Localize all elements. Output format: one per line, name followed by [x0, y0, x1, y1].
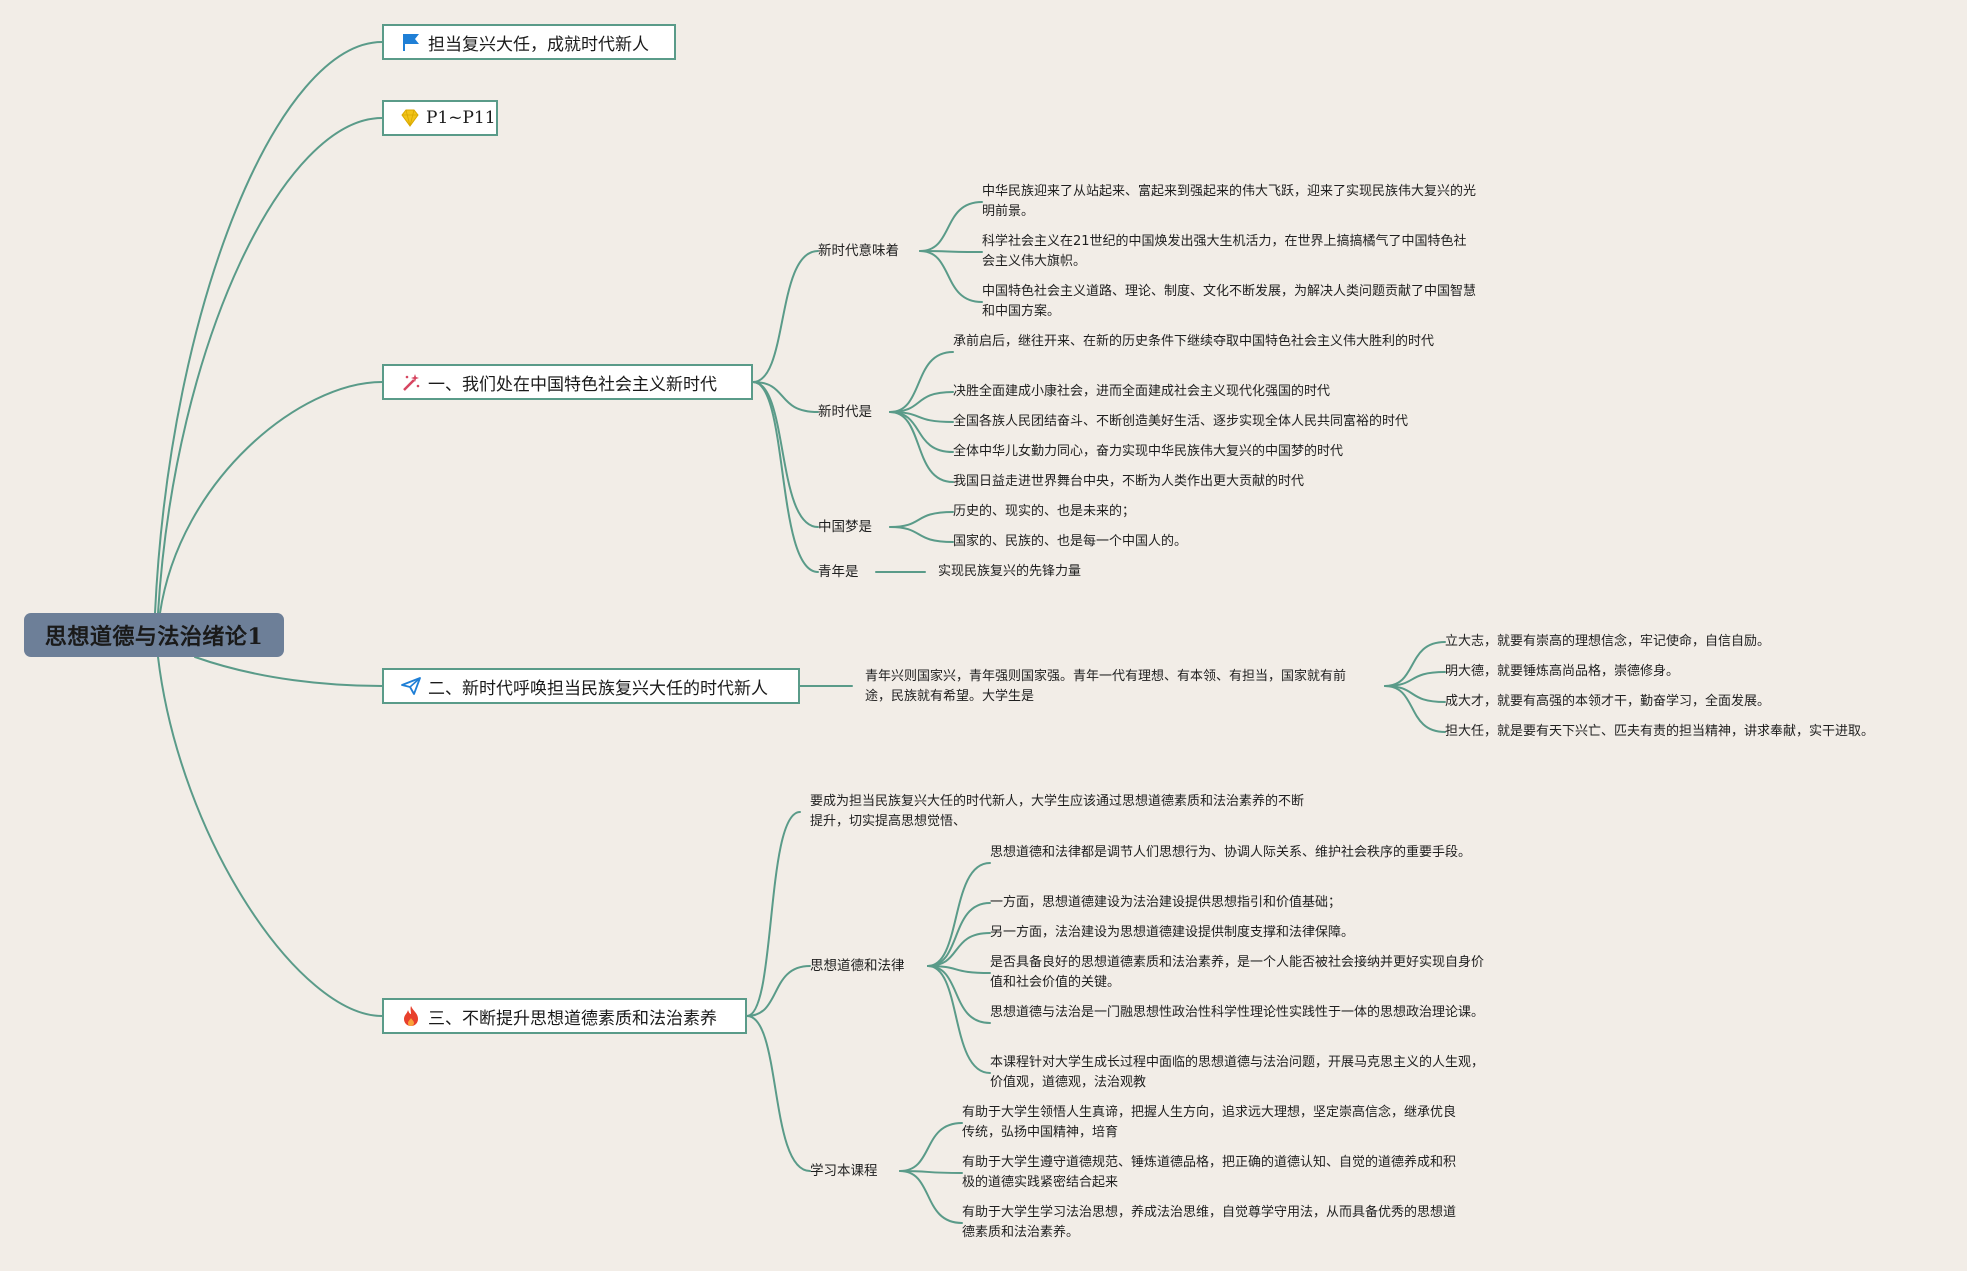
fire-icon: [400, 1005, 422, 1027]
connector-t4s0-3: [927, 932, 991, 967]
leaf-great-virtue[interactable]: 明大德，就要锤炼高尚品格，崇德修身。: [1445, 664, 1680, 679]
topic-label: 三、不断提升思想道德素质和法治素养: [428, 1008, 717, 1029]
leaf-great-responsibility[interactable]: 担大任，就是要有天下兴亡、匹夫有责的担当精神，讲求奉献，实干进取。: [1445, 724, 1875, 739]
connector-root-t2: [159, 381, 383, 614]
topic-rejuvenation-mission[interactable]: 担当复兴大任，成就时代新人: [382, 24, 676, 60]
connector-t4-s1: [746, 1015, 811, 1172]
sub-youth-is[interactable]: 青年是: [818, 564, 859, 580]
sub-morality-and-law[interactable]: 思想道德和法律: [810, 958, 905, 974]
leaf-morality-law-5[interactable]: 思想道德与法治是一门融思想性政治性科学性理论性实践性于一体的思想政治理论课。: [990, 1005, 1485, 1020]
leaf-new-era-means-3[interactable]: 中国特色社会主义道路、理论、制度、文化不断发展，为解决人类问题贡献了中国智慧和中…: [982, 284, 1477, 319]
connector-t4s0-5: [927, 965, 991, 1024]
connector-t2-s0: [752, 250, 819, 383]
leaf-new-era-is-3[interactable]: 全国各族人民团结奋斗、不断创造美好生活、逐步实现全体人民共同富裕的时代: [953, 414, 1409, 429]
topic-label: 一、我们处在中国特色社会主义新时代: [428, 374, 717, 395]
leaf-study-course-1[interactable]: 有助于大学生领悟人生真谛，把握人生方向，追求远大理想，坚定崇高信念，继承优良传统…: [962, 1105, 1457, 1140]
leaf-new-era-means-1[interactable]: 中华民族迎来了从站起来、富起来到强起来的伟大飞跃，迎来了实现民族伟大复兴的光明前…: [982, 184, 1477, 219]
magic-wand-icon: [400, 371, 422, 393]
connector-root-t3: [194, 656, 383, 687]
leaf-great-aspiration[interactable]: 立大志，就要有崇高的理想信念，牢记使命，自信自励。: [1445, 634, 1771, 649]
leaf-morality-law-6[interactable]: 本课程针对大学生成长过程中面临的思想道德与法治问题，开展马克思主义的人生观，价值…: [990, 1055, 1485, 1090]
connector-t4-intro: [746, 811, 801, 1017]
connector-root-t4: [157, 656, 383, 1017]
leaf-new-era-is-2[interactable]: 决胜全面建成小康社会，进而全面建成社会主义现代化强国的时代: [953, 384, 1331, 399]
connector-t4s0-4: [927, 965, 991, 974]
leaf-china-dream-2[interactable]: 国家的、民族的、也是每一个中国人的。: [953, 534, 1188, 549]
sub-study-course[interactable]: 学习本课程: [810, 1163, 878, 1179]
leaf-great-talent[interactable]: 成大才，就要有高强的本领才干，勤奋学习，全面发展。: [1445, 694, 1771, 709]
connector-t2s0-3: [919, 250, 983, 303]
leaf-morality-law-2[interactable]: 一方面，思想道德建设为法治建设提供思想指引和价值基础；: [990, 895, 1342, 910]
leaf-new-era-means-2[interactable]: 科学社会主义在21世纪的中国焕发出强大生机活力，在世界上搞搞橘气了中国特色社会主…: [982, 234, 1467, 269]
connector-t4s1-1: [899, 1122, 963, 1172]
connector-root-t1: [157, 117, 383, 614]
leaf-morality-law-4[interactable]: 是否具备良好的思想道德素质和法治素养，是一个人能否被社会接纳并更好实现自身价值和…: [990, 955, 1485, 990]
connector-t3-1: [1384, 641, 1446, 687]
connector-t2-s3: [752, 381, 819, 573]
leaf-new-era-is-5[interactable]: 我国日益走进世界舞台中央，不断为人类作出更大贡献的时代: [953, 474, 1305, 489]
sub-intro[interactable]: 要成为担当民族复兴大任的时代新人，大学生应该通过思想道德素质和法治素养的不断提升…: [810, 794, 1305, 829]
connector-t2-s1: [752, 381, 819, 413]
leaf-china-dream-1[interactable]: 历史的、现实的、也是未来的；: [953, 504, 1136, 519]
connector-t4s0-6: [927, 965, 991, 1074]
topic-new-era[interactable]: 一、我们处在中国特色社会主义新时代: [382, 364, 753, 400]
sub-youth-nation[interactable]: 青年兴则国家兴，青年强则国家强。青年一代有理想、有本领、有担当，国家就有前途，民…: [865, 669, 1347, 704]
connector-t2s2-2: [889, 526, 954, 543]
sub-china-dream-is[interactable]: 中国梦是: [818, 519, 872, 535]
sub-new-era-is[interactable]: 新时代是: [818, 404, 872, 420]
connector-t4-s0: [746, 965, 811, 1017]
connector-t2s1-1: [889, 351, 954, 413]
connector-t4s1-2: [899, 1170, 963, 1174]
sub-new-era-means[interactable]: 新时代意味着: [818, 243, 899, 259]
leaf-morality-law-1[interactable]: 思想道德和法律都是调节人们思想行为、协调人际关系、维护社会秩序的重要手段。: [990, 845, 1472, 860]
diamond-icon: [400, 107, 420, 129]
paper-plane-icon: [400, 675, 422, 697]
topic-pages[interactable]: P1~P11: [382, 100, 498, 136]
connector-t2-s2: [752, 381, 819, 528]
flag-icon: [400, 31, 422, 53]
connector-t4s1-3: [899, 1170, 963, 1224]
connector-t2s1-5: [889, 411, 954, 483]
leaf-new-era-is-4[interactable]: 全体中华儿女勤力同心，奋力实现中华民族伟大复兴的中国梦的时代: [953, 444, 1344, 459]
connector-t2s0-1: [919, 201, 983, 252]
topic-improve-qualities[interactable]: 三、不断提升思想道德素质和法治素养: [382, 998, 747, 1034]
topic-label: P1~P11: [426, 108, 496, 128]
connector-root-t0: [154, 41, 383, 614]
connector-t3-4: [1384, 685, 1446, 733]
topic-label: 二、新时代呼唤担当民族复兴大任的时代新人: [428, 678, 768, 699]
root-node[interactable]: 思想道德与法治绪论1: [24, 613, 284, 657]
connector-t2s1-2: [889, 391, 954, 413]
topic-label: 担当复兴大任，成就时代新人: [428, 34, 649, 55]
connector-t4s0-2: [927, 902, 991, 967]
leaf-study-course-2[interactable]: 有助于大学生遵守道德规范、锤炼道德品格，把正确的道德认知、自觉的道德养成和积极的…: [962, 1155, 1457, 1190]
leaf-youth-1[interactable]: 实现民族复兴的先锋力量: [938, 564, 1082, 579]
leaf-study-course-3[interactable]: 有助于大学生学习法治思想，养成法治思维，自觉尊学守用法，从而具备优秀的思想道德素…: [962, 1205, 1457, 1240]
connector-t2s2-1: [889, 511, 954, 528]
connector-t2s0-2: [919, 250, 983, 253]
topic-call-of-era[interactable]: 二、新时代呼唤担当民族复兴大任的时代新人: [382, 668, 800, 704]
leaf-new-era-is-1[interactable]: 承前启后，继往开来、在新的历史条件下继续夺取中国特色社会主义伟大胜利的时代: [953, 334, 1435, 349]
connector-t4s0-1: [927, 862, 991, 967]
leaf-morality-law-3[interactable]: 另一方面，法治建设为思想道德建设提供制度支撑和法律保障。: [990, 925, 1355, 940]
